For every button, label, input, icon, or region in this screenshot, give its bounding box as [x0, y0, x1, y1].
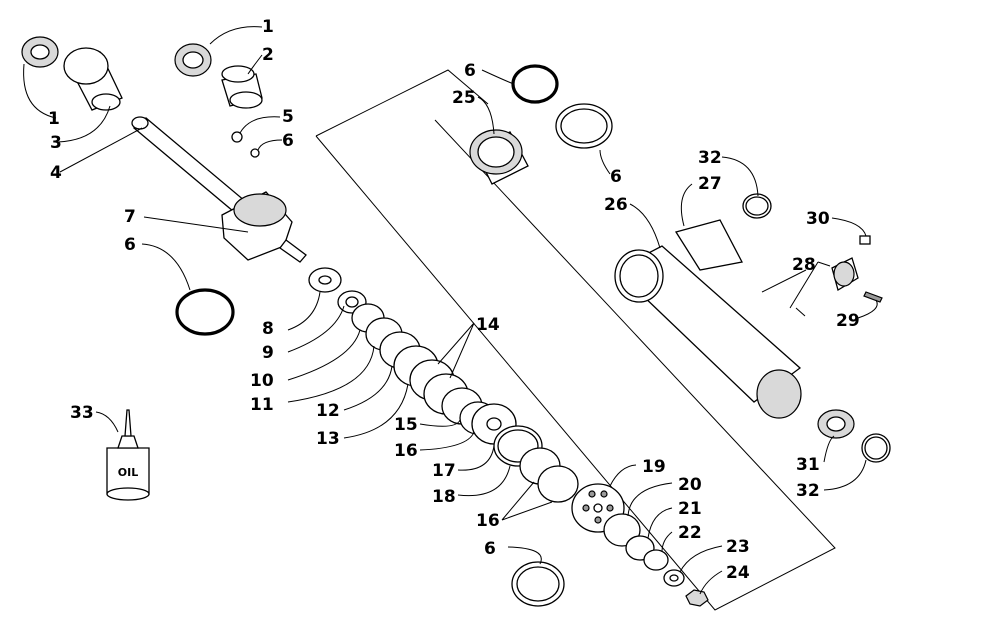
part-24-nut	[685, 589, 709, 607]
part-32-snap-ring-upper	[742, 193, 772, 219]
oil-bottle-label: OIL	[118, 466, 138, 479]
callout-13: 13	[316, 429, 340, 449]
callout-6-near-5: 6	[282, 131, 294, 151]
callout-5: 5	[282, 107, 294, 127]
callout-17: 17	[432, 461, 456, 481]
part-6-piston-band-lower	[511, 561, 565, 607]
callout-31: 31	[796, 455, 820, 475]
part-32-snap-ring-lower	[861, 433, 891, 463]
callout-20: 20	[678, 475, 702, 495]
part-22-shim	[643, 549, 669, 571]
callout-6-band-lower: 6	[484, 539, 496, 559]
callout-12: 12	[316, 401, 340, 421]
callout-23: 23	[726, 537, 750, 557]
callout-19: 19	[642, 457, 666, 477]
part-25-bearing-cap	[469, 129, 529, 185]
callout-3: 3	[50, 133, 62, 153]
part-6-oring-top	[511, 64, 559, 104]
callout-10: 10	[250, 371, 274, 391]
callout-25: 25	[452, 88, 476, 108]
part-29-pin	[863, 291, 883, 303]
callout-30: 30	[806, 209, 830, 229]
part-5-ball	[231, 131, 243, 143]
assembly-boundary-outline	[315, 69, 836, 611]
part-23-washer	[663, 569, 685, 587]
callout-18: 18	[432, 487, 456, 507]
part-16-shim-lower	[519, 447, 579, 503]
part-28-valve-body	[831, 257, 859, 291]
leader-lines	[23, 26, 878, 595]
callout-1-top-right: 1	[262, 17, 274, 37]
callout-1-left: 1	[48, 109, 60, 129]
callout-6-oring: 6	[124, 235, 136, 255]
callout-2: 2	[262, 45, 274, 65]
callout-8: 8	[262, 319, 274, 339]
callout-26: 26	[604, 195, 628, 215]
callout-32-upper: 32	[698, 148, 722, 168]
callout-32-lower: 32	[796, 481, 820, 501]
callout-28: 28	[792, 255, 816, 275]
part-31-bushing	[817, 409, 855, 439]
part-20-shim	[603, 513, 641, 547]
callout-22: 22	[678, 523, 702, 543]
callout-9: 9	[262, 343, 274, 363]
part-6-band-upper	[555, 103, 613, 149]
callout-6-band-upper: 6	[610, 167, 622, 187]
part-6-small-oring	[250, 148, 260, 158]
callout-16-upper: 16	[394, 441, 418, 461]
callout-29: 29	[836, 311, 860, 331]
callout-24: 24	[726, 563, 750, 583]
part-3-eyelet	[63, 47, 123, 111]
callout-7: 7	[124, 207, 136, 227]
part-33-oil-bottle: OIL	[106, 409, 150, 501]
callout-27: 27	[698, 174, 722, 194]
callout-labels: 1 2 1 3 4 5 6 7 6 8 9 10 11 12 13 14 15 …	[48, 17, 860, 583]
callout-6-oring-top: 6	[464, 61, 476, 81]
part-1-bushing-right	[174, 43, 212, 77]
part-30-screw	[859, 235, 871, 245]
part-26-body-cylinder	[614, 245, 802, 419]
callout-21: 21	[678, 499, 702, 519]
callout-14: 14	[476, 315, 500, 335]
callout-33: 33	[70, 403, 94, 423]
part-8-washer	[308, 267, 342, 293]
part-7-seal-head	[221, 191, 307, 263]
part-27-shield	[674, 219, 743, 271]
part-6-oring-large-left	[175, 288, 235, 336]
callout-4: 4	[50, 163, 62, 183]
callout-11: 11	[250, 395, 274, 415]
callout-16-lower: 16	[476, 511, 500, 531]
callout-15: 15	[394, 415, 418, 435]
part-1-bushing-left	[21, 36, 59, 68]
part-2-sleeve	[221, 65, 263, 109]
